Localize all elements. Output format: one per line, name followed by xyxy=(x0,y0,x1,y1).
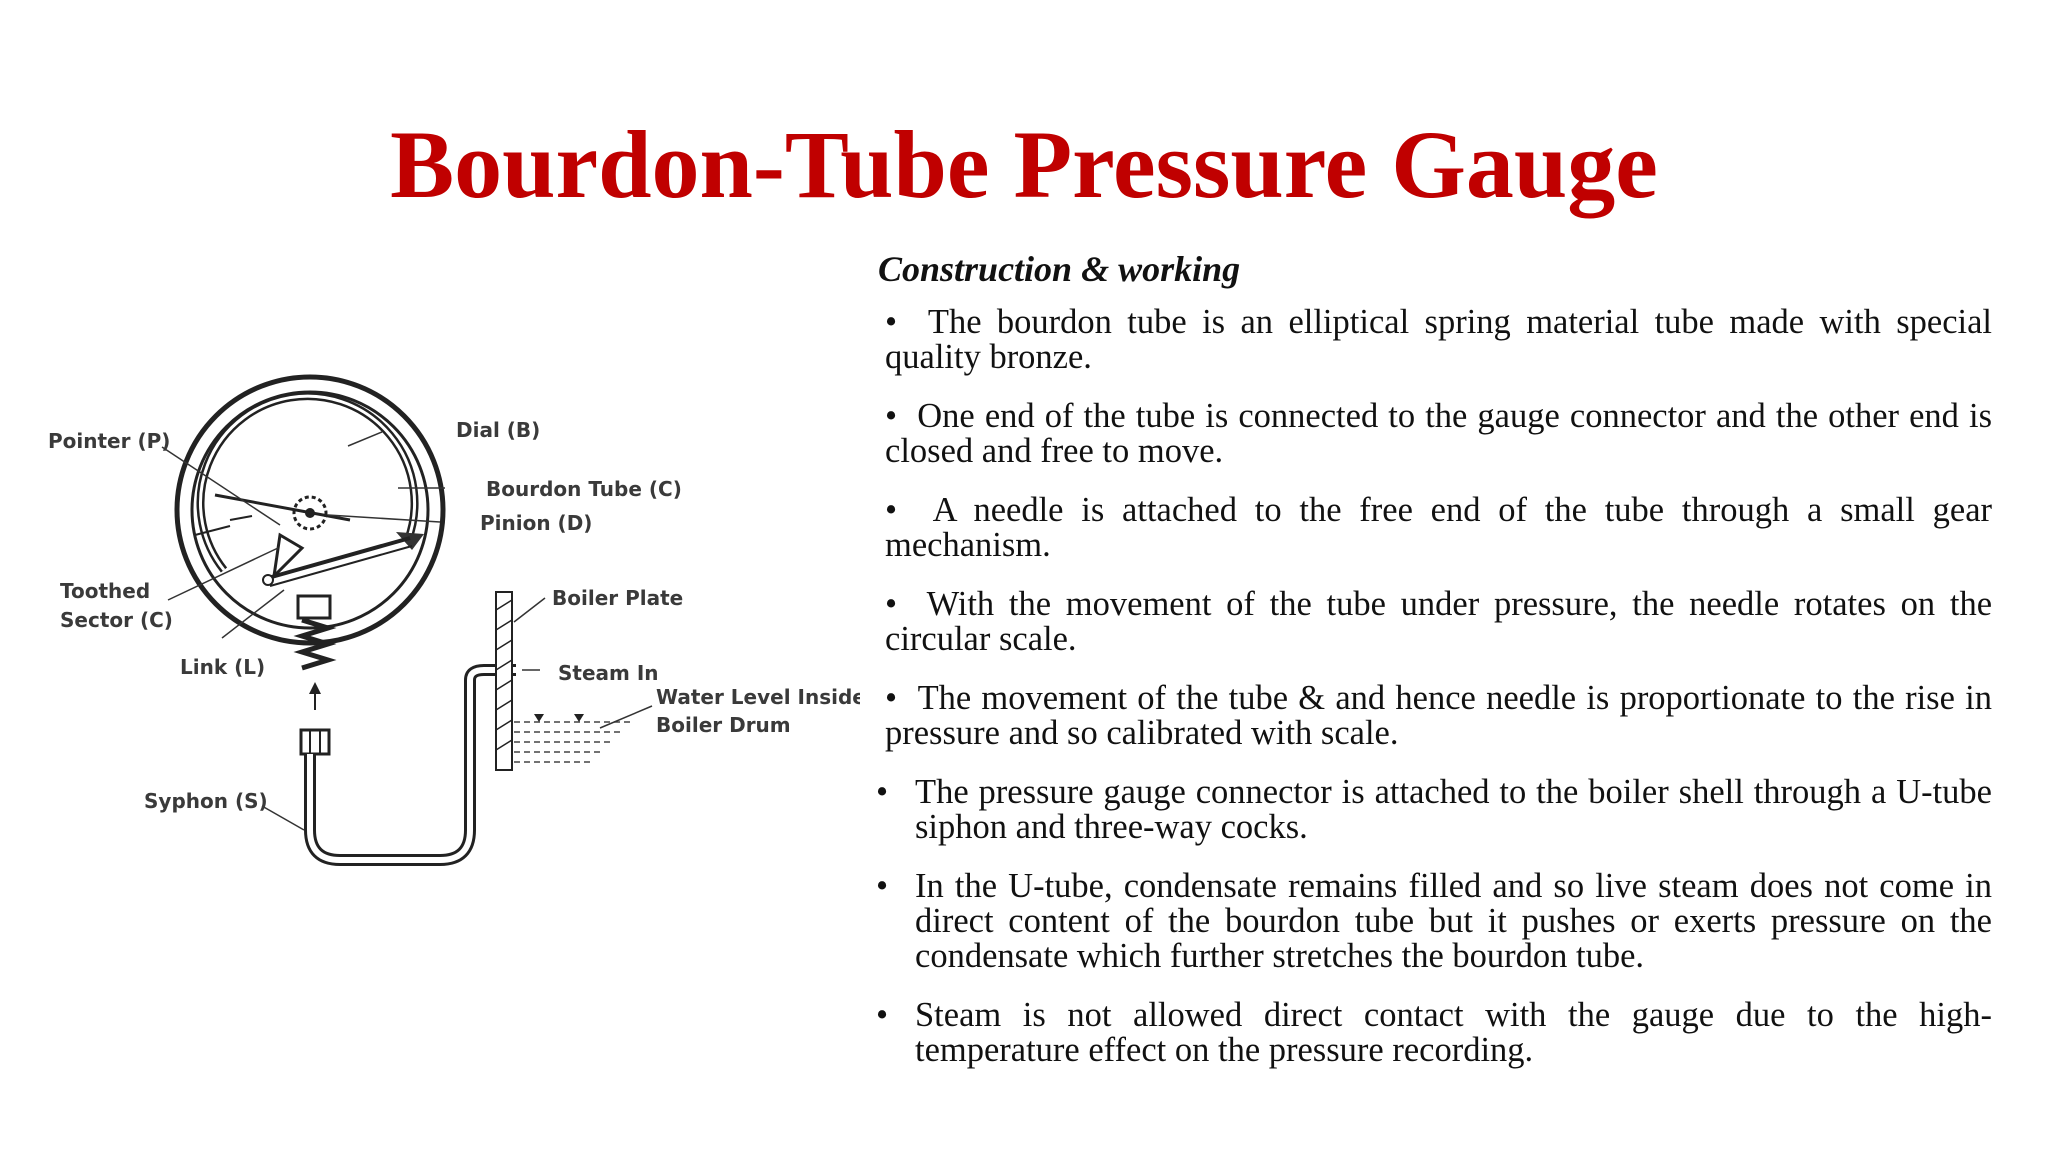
label-pinion: Pinion (D) xyxy=(480,511,592,535)
tube-free-end xyxy=(396,532,424,550)
bullet-item: • The bourdon tube is an elliptical spri… xyxy=(885,303,1993,376)
page-title: Bourdon-Tube Pressure Gauge xyxy=(390,111,1658,218)
dial-rim xyxy=(174,374,446,646)
label-sector: Sector (C) xyxy=(60,608,173,632)
bourdon-gauge-diagram: Pointer (P) Dial (B) Bourdon Tube (C) Pi… xyxy=(48,374,860,866)
toothed-sector xyxy=(271,532,305,581)
label-toothed: Toothed xyxy=(60,579,150,603)
bullet-item: • The movement of the tube & and hence n… xyxy=(885,679,1992,752)
u-tube-syphon xyxy=(304,664,516,866)
bullet-list: • The bourdon tube is an elliptical spri… xyxy=(876,305,1992,1068)
spring-coils xyxy=(293,617,337,671)
boiler-plate xyxy=(495,591,513,771)
bullet-item: • A needle is attached to the free end o… xyxy=(885,491,1992,564)
bullet-item: • With the movement of the tube under pr… xyxy=(885,585,1993,658)
label-water-level: Water Level Inside xyxy=(656,685,860,709)
label-pointer: Pointer (P) xyxy=(48,429,170,453)
bullet-item: •The pressure gauge connector is attache… xyxy=(876,773,1992,846)
bullet-text: With the movement of the tube under pres… xyxy=(885,585,1993,658)
bullet-text: The pressure gauge connector is attached… xyxy=(915,773,1992,846)
bullet-text: A needle is attached to the free end of … xyxy=(885,491,1992,564)
section-subtitle: Construction & working xyxy=(878,249,1241,289)
label-boiler-plate: Boiler Plate xyxy=(552,586,683,610)
syphon-nut xyxy=(299,728,331,756)
bullet-item: •Steam is not allowed direct contact wit… xyxy=(876,996,1992,1069)
pointer-needle xyxy=(214,493,351,522)
label-link: Link (L) xyxy=(180,655,265,679)
gauge-socket xyxy=(296,594,332,620)
bullet-text: One end of the tube is connected to the … xyxy=(885,397,1992,470)
link-rod xyxy=(267,536,411,580)
bullet-text: The movement of the tube & and hence nee… xyxy=(885,679,1992,752)
bullet-text: In the U-tube, condensate remains filled… xyxy=(915,867,1992,975)
bullet-text: The bourdon tube is an elliptical spring… xyxy=(885,303,1993,376)
label-syphon: Syphon (S) xyxy=(144,789,268,813)
label-bourdon-tube: Bourdon Tube (C) xyxy=(486,477,682,501)
bullet-text: Steam is not allowed direct contact with… xyxy=(915,996,1992,1069)
water-level xyxy=(514,721,630,763)
label-dial: Dial (B) xyxy=(456,418,540,442)
bullet-item: •In the U-tube, condensate remains fille… xyxy=(876,867,1992,975)
bullet-item: • One end of the tube is connected to th… xyxy=(885,397,1992,470)
label-boiler-drum: Boiler Drum xyxy=(656,713,791,737)
label-steam-in: Steam In xyxy=(558,661,659,685)
